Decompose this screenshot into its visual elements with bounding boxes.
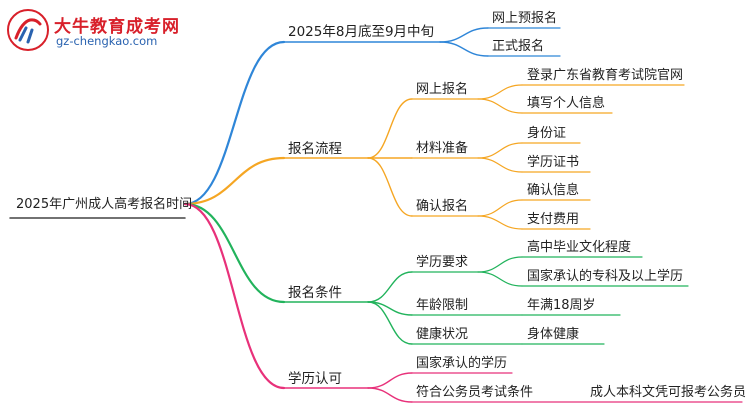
logo-url[interactable]: gz-chengkao.com [56,34,158,48]
leaf-confirm-info: 确认信息 [527,183,580,198]
leaf-age-18: 年满18周岁 [527,298,596,313]
branch-time: 2025年8月底至9月中旬 [288,24,435,40]
node-health: 健康状况 [416,327,469,342]
edge-education-college [477,271,523,287]
edge-confirm-info [477,199,523,217]
edge-root-time [183,40,286,206]
leaf-id-card: 身份证 [527,126,567,141]
edge-confirm-pay [477,215,523,230]
node-materials: 材料准备 [416,141,469,156]
edge-materials-id [477,142,523,159]
node-formal-registration: 正式报名 [492,39,545,54]
edge-online-fill [477,98,523,114]
edge-root-recognition [183,202,286,390]
edge-education-hs [477,256,523,273]
branch-process: 报名流程 [288,141,342,157]
site-logo[interactable]: 大牛教育成考网 gz-chengkao.com [6,8,196,52]
edge-time-formal [439,41,489,57]
edge-online-login [477,84,523,100]
edge-conditions-education [367,271,413,303]
edge-root-conditions [183,202,286,304]
edge-process-confirm [367,157,413,217]
node-pre-registration: 网上预报名 [492,11,558,26]
node-age-limit: 年龄限制 [416,298,469,313]
edge-materials-diploma [477,157,523,173]
leaf-fill-info: 填写个人信息 [527,96,606,111]
logo-mark-icon [7,9,49,51]
leaf-civil-service-exam: 成人本科文凭可报考公务员 [590,385,747,400]
node-confirm-registration: 确认报名 [416,199,469,214]
edge-recognition-civil [367,387,413,403]
edge-process-online [367,98,413,159]
node-state-recognized: 国家承认的学历 [416,356,508,371]
root-node: 2025年广州成人高考报名时间 [16,197,193,212]
edge-time-pre [439,27,489,43]
leaf-diploma: 学历证书 [527,155,580,170]
edge-root-process [183,156,286,206]
branch-conditions: 报名条件 [288,285,342,301]
edge-conditions-health [367,301,413,345]
leaf-healthy: 身体健康 [527,327,580,342]
leaf-login-site: 登录广东省教育考试院官网 [527,68,684,83]
node-online-registration: 网上报名 [416,82,469,97]
node-education-req: 学历要求 [416,255,469,270]
leaf-high-school: 高中毕业文化程度 [527,240,632,255]
branch-recognition: 学历认可 [288,371,342,387]
logo-title: 大牛教育成考网 [54,17,180,37]
edge-recognition-state [367,372,413,389]
node-civil-service: 符合公务员考试条件 [416,385,534,400]
leaf-college-degree: 国家承认的专科及以上学历 [527,269,684,284]
leaf-pay-fee: 支付费用 [527,212,580,227]
